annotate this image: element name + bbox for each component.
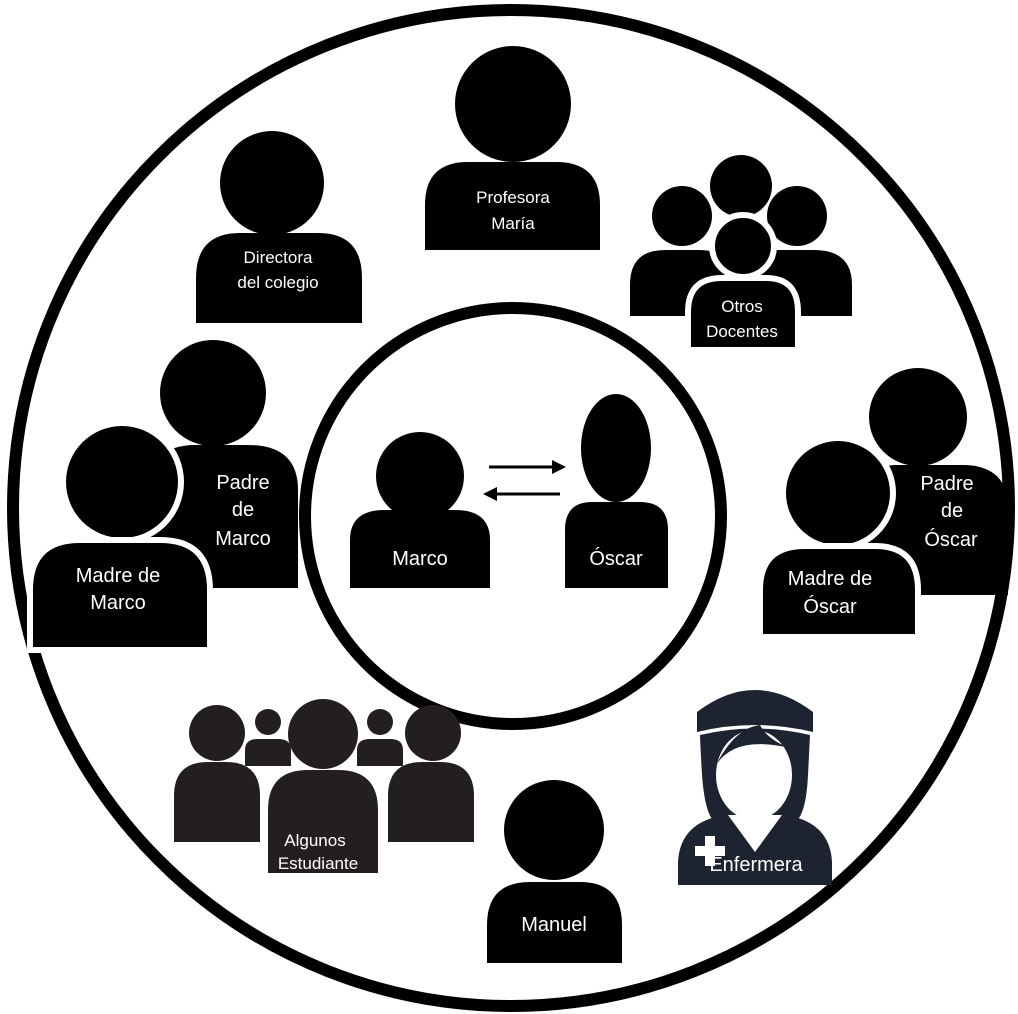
- person-head-icon: [220, 131, 324, 235]
- person-head-icon: [255, 709, 281, 735]
- person-head-icon: [869, 368, 967, 466]
- person-marco: Marco: [350, 432, 490, 588]
- person-body-icon: [757, 543, 921, 640]
- person-head-icon: [710, 155, 772, 217]
- person-manuel: Manuel: [487, 780, 622, 963]
- person-body-icon: [245, 739, 291, 766]
- person-head-icon: [376, 432, 464, 520]
- padre-marco-label-3: Marco: [215, 528, 271, 550]
- person-head-icon: [455, 46, 571, 162]
- person-head-icon: [652, 186, 712, 246]
- padre-oscar-label-2: de: [941, 500, 963, 522]
- person-body-icon: [685, 275, 801, 353]
- person-body-icon: [388, 762, 474, 842]
- person-madre-marco: Madre de Marco: [27, 420, 213, 653]
- nurse-cross-icon: [695, 836, 725, 866]
- person-enfermera: Enfermera: [678, 690, 832, 885]
- estudiantes-label-1: Algunos: [284, 831, 345, 850]
- person-body-icon: [357, 739, 403, 766]
- person-body-icon: [565, 502, 668, 588]
- person-body-icon: [196, 233, 362, 323]
- arrow-left-head: [483, 487, 497, 501]
- person-head-icon: [581, 394, 651, 502]
- otros-docentes-label-1: Otros: [721, 297, 763, 316]
- directora-label-1: Directora: [244, 248, 314, 267]
- manuel-label: Manuel: [521, 914, 587, 936]
- person-profesora-maria: Profesora María: [425, 46, 600, 250]
- person-head-icon: [160, 340, 266, 446]
- person-madre-oscar: Madre de Óscar: [757, 435, 921, 640]
- person-body-icon: [268, 770, 378, 873]
- nurse-cap-icon: [697, 690, 813, 732]
- person-head-icon: [504, 780, 604, 880]
- interaction-arrows: [483, 460, 566, 501]
- directora-label-2: del colegio: [237, 273, 318, 292]
- nurse-face-icon: [716, 730, 792, 820]
- person-head-icon: [767, 186, 827, 246]
- group-algunos-estudiantes: Algunos Estudiante: [174, 699, 474, 873]
- person-body-icon: [350, 510, 490, 588]
- padre-oscar-label-3: Óscar: [924, 528, 978, 551]
- group-otros-docentes: Otros Docentes: [630, 155, 852, 353]
- person-head-icon: [66, 426, 178, 538]
- person-head-icon: [405, 705, 461, 761]
- oscar-label: Óscar: [589, 547, 643, 570]
- padre-marco-label-1: Padre: [216, 472, 269, 494]
- madre-oscar-label-2: Óscar: [803, 595, 857, 618]
- marco-label: Marco: [392, 548, 448, 570]
- nurse-hair-front-icon: [716, 725, 790, 765]
- person-body-icon: [425, 162, 600, 250]
- padre-oscar-label-1: Padre: [920, 473, 973, 495]
- profesora-label-2: María: [491, 214, 535, 233]
- person-oscar: Óscar: [565, 394, 668, 588]
- person-head-icon: [786, 441, 890, 545]
- person-body-icon: [174, 762, 260, 842]
- madre-marco-label-1: Madre de: [76, 565, 161, 587]
- person-head-icon: [288, 699, 358, 769]
- person-body-icon: [487, 882, 622, 963]
- person-directora: Directora del colegio: [196, 131, 362, 323]
- madre-oscar-label-1: Madre de: [788, 568, 873, 590]
- person-head-icon: [367, 709, 393, 735]
- enfermera-label: Enfermera: [709, 854, 803, 876]
- otros-docentes-label-2: Docentes: [706, 322, 778, 341]
- person-body-icon: [27, 537, 213, 653]
- madre-marco-label-2: Marco: [90, 592, 146, 614]
- person-head-icon: [709, 212, 777, 280]
- estudiantes-label-2: Estudiante: [278, 854, 358, 873]
- padre-marco-label-2: de: [232, 499, 254, 521]
- person-head-icon: [189, 705, 245, 761]
- profesora-label-1: Profesora: [476, 188, 550, 207]
- nurse-collar-icon: [728, 815, 782, 852]
- arrow-right-head: [552, 460, 566, 474]
